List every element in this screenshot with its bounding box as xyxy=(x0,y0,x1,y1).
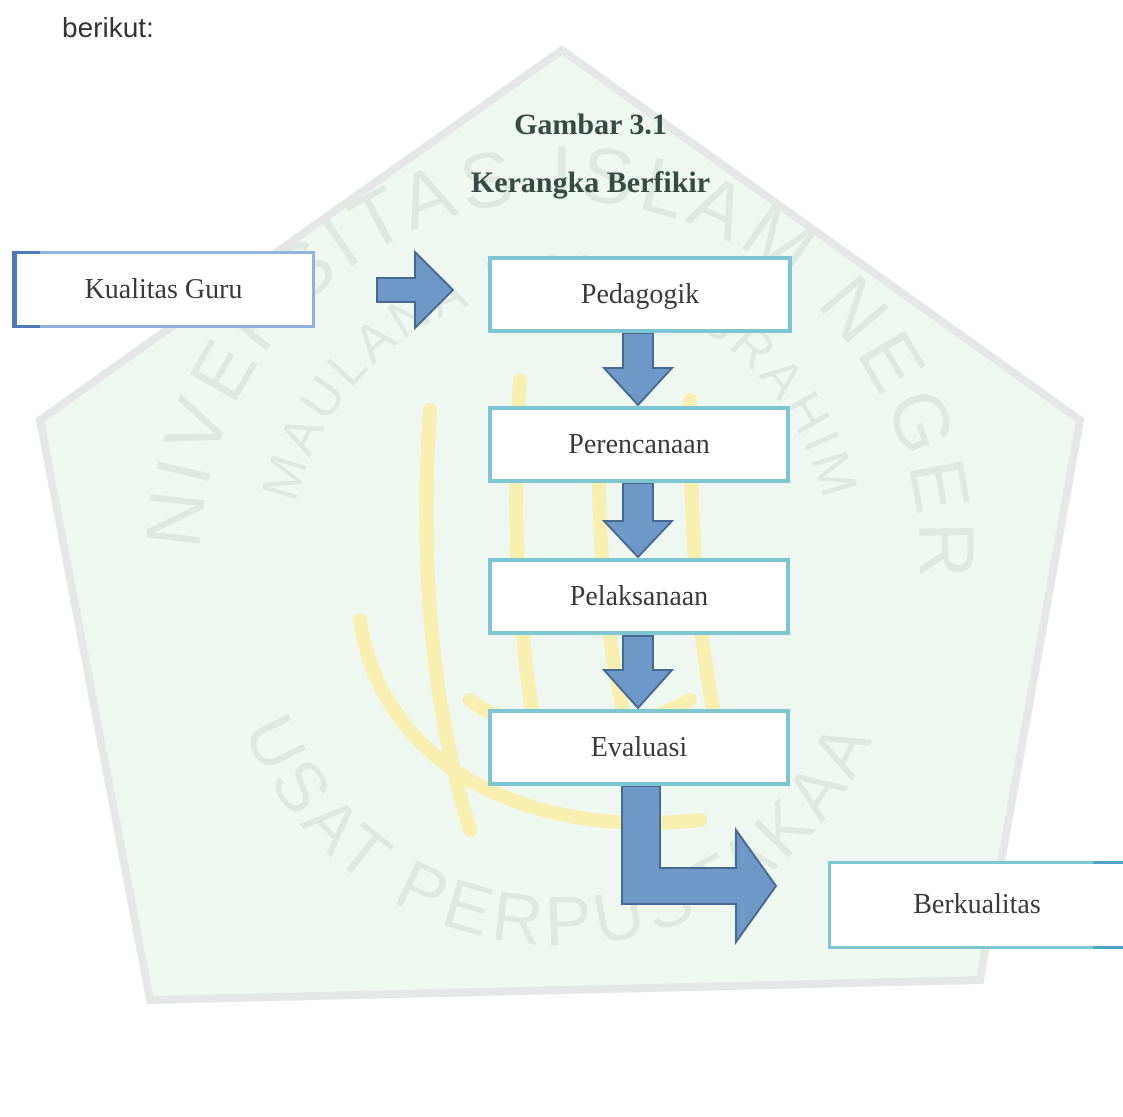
node-label: Evaluasi xyxy=(590,731,688,763)
node-label: Berkualitas xyxy=(913,889,1041,920)
down-arrow-icon xyxy=(601,635,675,710)
node-berkualitas: Berkualitas xyxy=(828,861,1123,949)
node-label: Pedagogik xyxy=(580,278,700,310)
node-kualitas-guru: Kualitas Guru xyxy=(12,251,315,328)
node-label: Kualitas Guru xyxy=(84,273,243,305)
bent-arrow-icon xyxy=(621,785,778,946)
node-label: Pelaksanaan xyxy=(569,580,709,612)
down-arrow-icon xyxy=(601,332,675,407)
node-pelaksanaan: Pelaksanaan xyxy=(488,558,790,635)
node-label: Perencanaan xyxy=(568,428,710,460)
figure-title: Kerangka Berfikir xyxy=(470,166,711,199)
down-arrow-icon xyxy=(601,482,675,559)
figure-label: Gambar 3.1 xyxy=(514,108,667,141)
right-arrow-icon xyxy=(376,249,455,331)
node-perencanaan: Perencanaan xyxy=(488,406,790,483)
node-evaluasi: Evaluasi xyxy=(488,709,790,786)
node-pedagogik: Pedagogik xyxy=(488,256,792,333)
intro-text: berikut: xyxy=(62,12,154,43)
